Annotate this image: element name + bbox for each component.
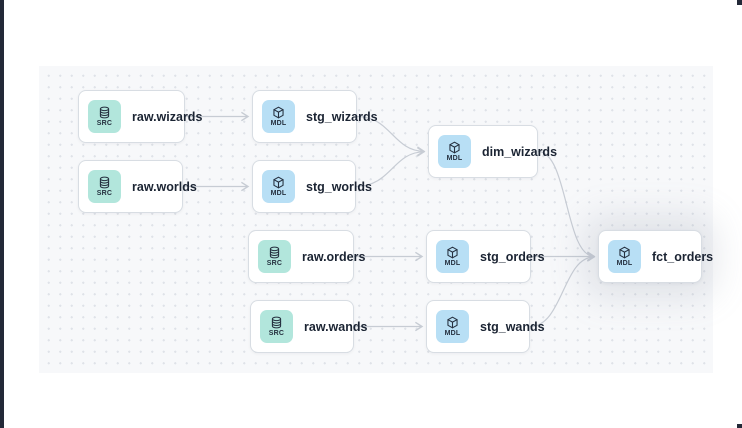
badge-kind-label: SRC [268,329,285,337]
node-raw-wizards[interactable]: SRC raw.wizards [78,90,202,143]
node-raw-wands[interactable]: SRC raw.wands [250,300,367,353]
node-label: raw.worlds [132,179,197,194]
node-label: fct_orders [652,249,714,264]
node-stg-wizards[interactable]: MDL stg_wizards [252,90,378,143]
badge-kind-label: MDL [444,329,461,337]
badge-kind-label: MDL [270,119,287,127]
model-type-badge: MDL [436,310,469,343]
database-icon [99,176,110,188]
badge-kind-label: SRC [96,119,113,127]
node-stg-worlds[interactable]: MDL stg_worlds [252,160,372,213]
cube-icon [447,246,458,258]
cube-icon [273,176,284,188]
source-type-badge: SRC [260,310,293,343]
node-raw-orders[interactable]: SRC raw.orders [248,230,365,283]
node-stg-orders[interactable]: MDL stg_orders [426,230,545,283]
edge-stg-wands-fct-orders [529,252,596,328]
node-label: stg_wands [480,319,545,334]
model-type-badge: MDL [608,240,641,273]
window-edge-mark-bottom [737,424,742,428]
edge-stg-worlds-dim-wizards [355,147,426,188]
badge-kind-label: MDL [446,154,463,162]
model-type-badge: MDL [436,240,469,273]
cube-icon [273,106,284,118]
edge-stg-wizards-dim-wizards [356,115,426,157]
node-label: raw.wizards [132,109,203,124]
source-type-badge: SRC [88,100,121,133]
cube-icon [447,316,458,328]
window-edge-mark-top [737,0,742,5]
node-raw-worlds[interactable]: SRC raw.worlds [78,160,197,213]
database-icon [99,106,110,118]
badge-kind-label: MDL [444,259,461,267]
source-type-badge: SRC [258,240,291,273]
model-type-badge: MDL [262,170,295,203]
cube-icon [449,141,460,153]
database-icon [269,246,280,258]
edge-layer [183,111,596,332]
badge-kind-label: MDL [616,259,633,267]
model-type-badge: MDL [262,100,295,133]
badge-kind-label: SRC [96,189,113,197]
node-label: stg_wizards [306,109,378,124]
node-label: stg_worlds [306,179,372,194]
badge-kind-label: SRC [266,259,283,267]
node-label: stg_orders [480,249,545,264]
model-type-badge: MDL [438,135,471,168]
edge-dim-wizards-fct-orders [537,150,596,262]
node-label: raw.orders [302,249,366,264]
window-edge-strip [0,0,4,428]
node-fct-orders[interactable]: MDL fct_orders [598,230,713,283]
node-label: raw.wands [304,319,368,334]
source-type-badge: SRC [88,170,121,203]
node-dim-wizards[interactable]: MDL dim_wizards [428,125,557,178]
cube-icon [619,246,630,258]
node-stg-wands[interactable]: MDL stg_wands [426,300,545,353]
node-label: dim_wizards [482,144,558,159]
badge-kind-label: MDL [270,189,287,197]
database-icon [271,316,282,328]
dag-canvas[interactable]: SRC raw.wizards MDL stg_wizards SRC raw.… [39,66,713,373]
